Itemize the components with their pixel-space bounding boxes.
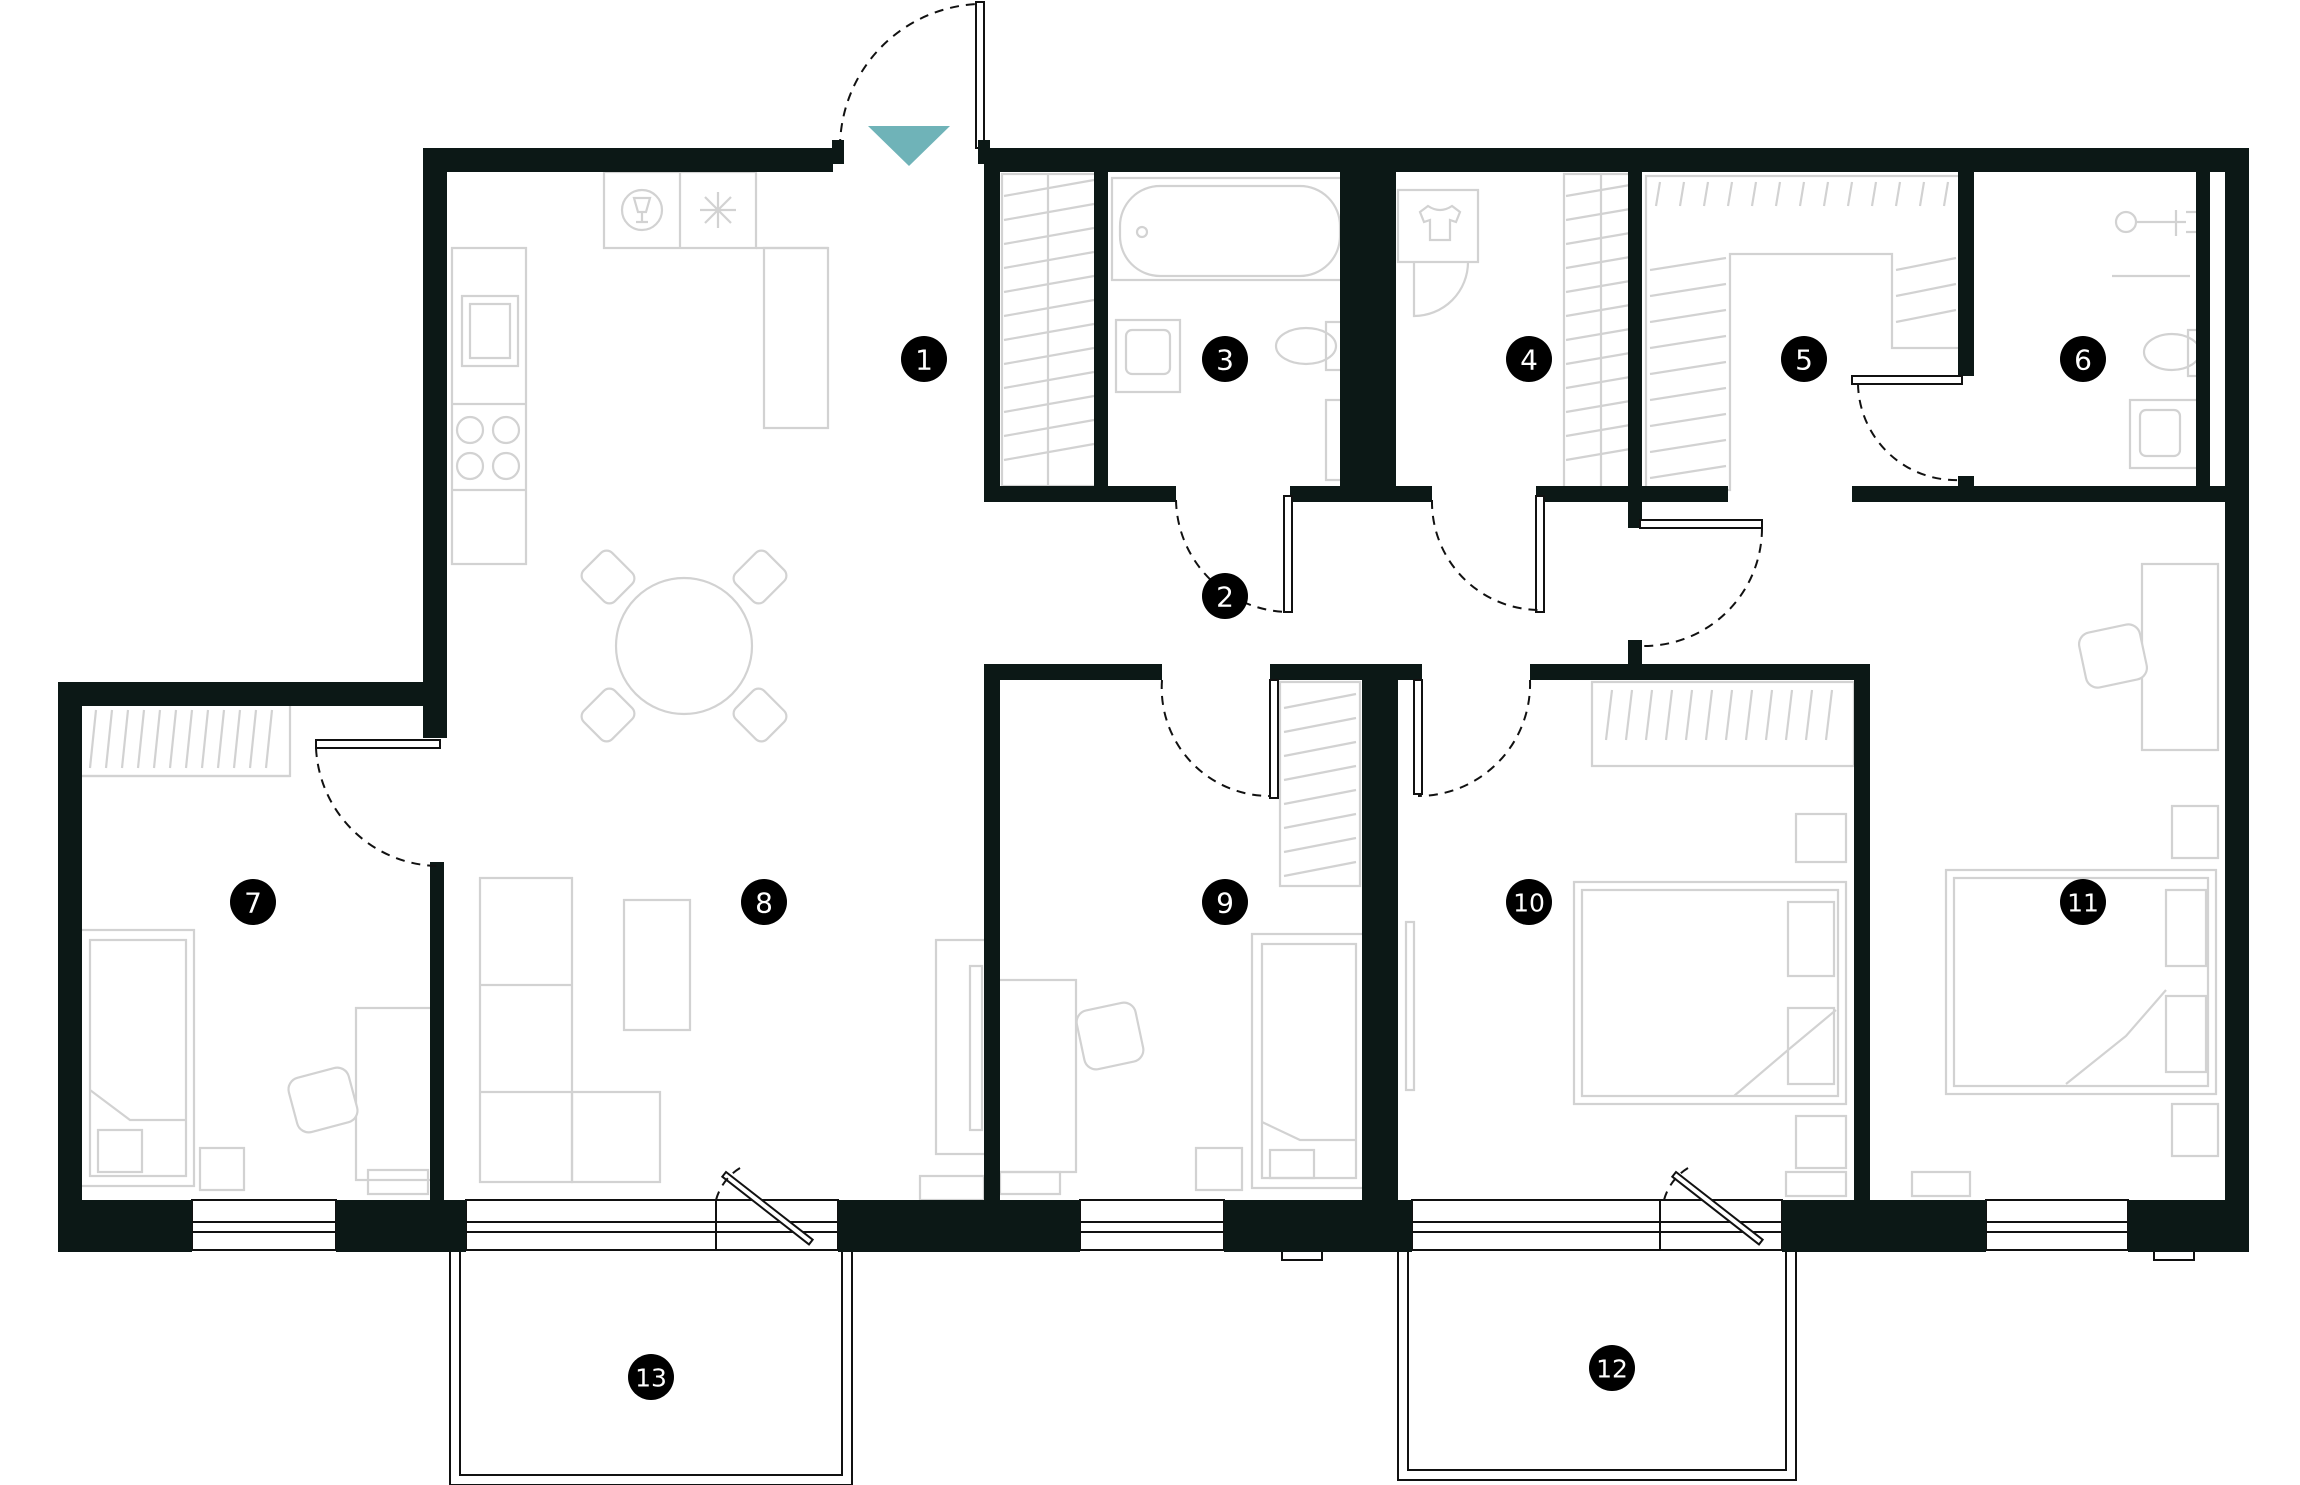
entrance-door-leaf <box>975 1 985 149</box>
dining-table <box>614 576 754 716</box>
double-bed-room-11 <box>1944 868 2218 1096</box>
dining-chair <box>580 549 788 743</box>
room-number: 13 <box>635 1364 667 1393</box>
wardrobe-room-9 <box>1278 680 1362 888</box>
room-number: 10 <box>1513 889 1545 918</box>
room-marker-10: 10 <box>1506 879 1552 925</box>
room-marker-7: 7 <box>230 879 276 925</box>
room-markers: 1 2 3 4 5 6 7 8 <box>230 336 2106 1400</box>
room-number: 7 <box>244 887 262 920</box>
desk-chair <box>1075 1001 1145 1071</box>
laundry-icon-box <box>1396 188 1480 264</box>
toilet <box>2142 332 2202 372</box>
balcony-door-13 <box>465 1199 839 1251</box>
freezer-icon <box>700 192 736 228</box>
shirt-icon <box>1418 204 1462 242</box>
desk-chair <box>287 1066 359 1134</box>
room-marker-2: 2 <box>1202 573 1248 619</box>
window <box>191 1199 337 1251</box>
room-marker-6: 6 <box>2060 336 2106 382</box>
doors <box>315 1 1963 1246</box>
room-number: 9 <box>1216 887 1234 920</box>
cooktop-burner <box>455 415 485 445</box>
kitchen-counter-right <box>762 246 830 430</box>
door-leaf <box>315 739 441 749</box>
room-number: 1 <box>915 344 933 377</box>
desk-chair <box>2077 623 2149 689</box>
balcony-layer <box>449 1248 1797 1485</box>
entrance-arrow-icon <box>868 126 950 166</box>
tv-unit <box>934 938 988 1156</box>
window <box>1079 1199 1225 1251</box>
sofa <box>478 876 574 1184</box>
room-marker-3: 3 <box>1202 336 1248 382</box>
kitchen-counter-left <box>450 246 528 566</box>
room-marker-8: 8 <box>741 879 787 925</box>
walls <box>58 148 2249 1252</box>
room-marker-4: 4 <box>1506 336 1552 382</box>
room-number: 8 <box>755 887 773 920</box>
room-number: 11 <box>2067 889 2099 918</box>
furniture-layer <box>78 170 2220 1202</box>
balcony-door-12 <box>1411 1199 1783 1251</box>
balcony-12-outline <box>1397 1248 1797 1481</box>
double-bed-room-10 <box>1572 880 1848 1106</box>
room-number: 3 <box>1216 344 1234 377</box>
desk-room-9 <box>994 978 1078 1174</box>
dishwasher-icon <box>620 188 664 232</box>
desk-room-11 <box>2140 562 2220 752</box>
room-marker-13: 13 <box>628 1354 674 1400</box>
bathtub <box>1118 184 1342 278</box>
walkin-closet-shelving <box>1644 174 1962 492</box>
room-number: 2 <box>1216 581 1234 614</box>
shower-head <box>2114 210 2138 234</box>
toilet <box>1274 326 1338 366</box>
desk-room-7 <box>354 1006 436 1182</box>
room-marker-12: 12 <box>1589 1345 1635 1391</box>
window-layer <box>191 1199 2195 1261</box>
room-number: 12 <box>1596 1355 1628 1384</box>
coffee-table <box>622 898 692 1032</box>
room-marker-11: 11 <box>2060 879 2106 925</box>
room-marker-5: 5 <box>1781 336 1827 382</box>
wall-mirror <box>1404 920 1416 1092</box>
room-number: 6 <box>2074 344 2092 377</box>
wall <box>423 148 833 172</box>
window <box>1985 1199 2129 1251</box>
room-marker-1: 1 <box>901 336 947 382</box>
room-number: 5 <box>1795 344 1813 377</box>
balcony-13-outline <box>449 1248 853 1485</box>
bathroom-sink <box>1114 318 1182 394</box>
kitchen-sink <box>460 294 520 368</box>
room-marker-9: 9 <box>1202 879 1248 925</box>
room-number: 4 <box>1520 344 1538 377</box>
